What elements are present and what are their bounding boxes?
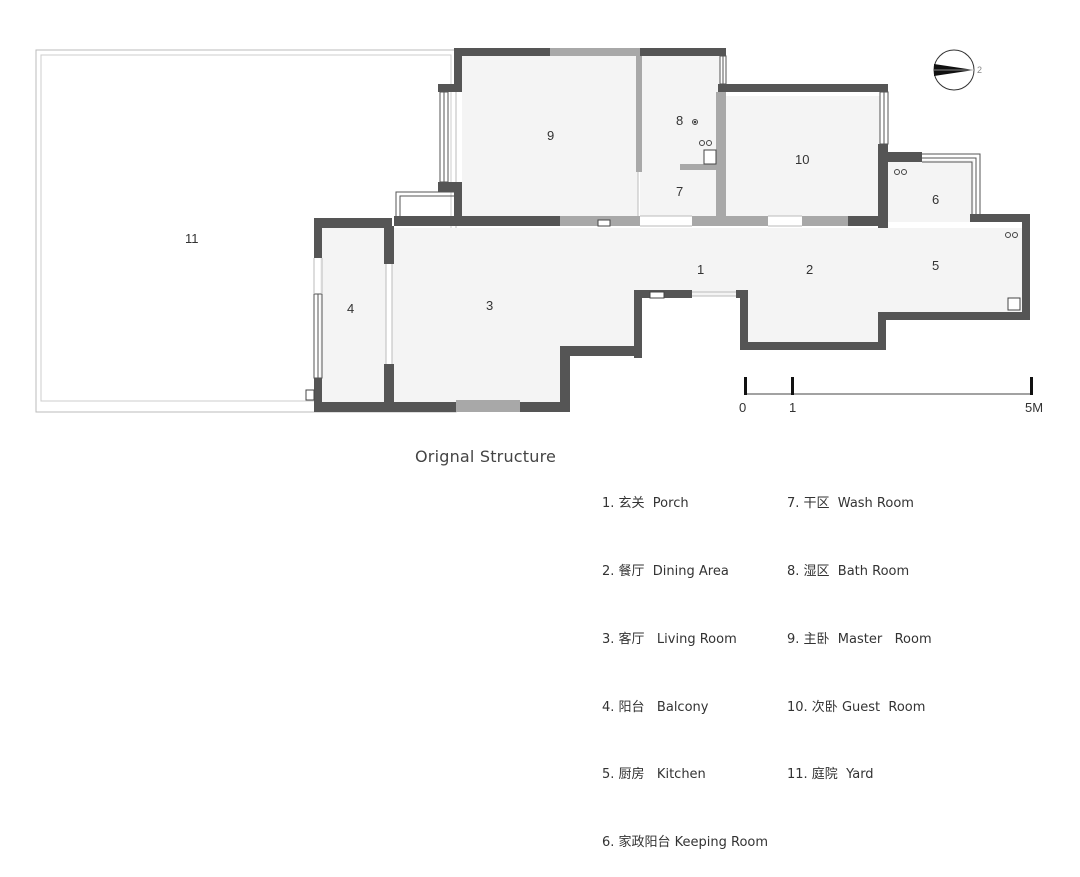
scale-bar: 0 1 5M xyxy=(739,377,1043,415)
scale-label-0: 0 xyxy=(739,400,746,415)
room-label-4: 4 xyxy=(347,301,354,316)
room-label-6: 6 xyxy=(932,192,939,207)
legend-column-2: 7. 干区 Wash Room 8. 湿区 Bath Room 9. 主卧 Ma… xyxy=(787,448,932,810)
room-label-10: 10 xyxy=(795,152,809,167)
legend-item: 6. 家政阳台 Keeping Room xyxy=(602,835,769,851)
legend-item: 7. 干区 Wash Room xyxy=(787,496,914,512)
openings xyxy=(313,172,802,364)
legend-item: 4. 阳台 Balcony xyxy=(602,699,709,715)
room-label-8: 8 xyxy=(676,113,683,128)
legend-item: 1. 玄关 Porch xyxy=(602,496,689,512)
legend-item: 10. 次卧 Guest Room xyxy=(787,699,926,715)
room-label-1: 1 xyxy=(697,262,704,277)
room-label-3: 3 xyxy=(486,298,493,313)
room-label-11: 11 xyxy=(185,231,199,246)
legend-item: 11. 庭院 Yard xyxy=(787,767,874,783)
compass-mark: 2 xyxy=(977,65,982,75)
walls xyxy=(314,48,1030,412)
scale-label-1: 1 xyxy=(789,400,796,415)
room-labels: 1 2 3 4 5 6 7 8 9 10 11 xyxy=(185,113,939,316)
floor-fill xyxy=(320,56,1022,404)
legend-item: 3. 客厅 Living Room xyxy=(602,631,737,647)
compass-icon: 2 xyxy=(933,49,982,91)
room-label-9: 9 xyxy=(547,128,554,143)
diagram-title: Orignal Structure xyxy=(415,447,557,466)
fixtures xyxy=(305,119,1021,401)
room-label-2: 2 xyxy=(806,262,813,277)
scale-label-5m: 5M xyxy=(1025,400,1043,415)
room-label-5: 5 xyxy=(932,258,939,273)
legend-item: 2. 餐厅 Dining Area xyxy=(602,563,729,579)
floor-plan: 1 2 3 4 5 6 7 8 9 10 11 2 0 1 5M xyxy=(35,48,1043,415)
legend-column-1: 1. 玄关 Porch 2. 餐厅 Dining Area 3. 客厅 Livi… xyxy=(602,448,768,877)
windows xyxy=(313,55,981,379)
room-label-7: 7 xyxy=(676,184,683,199)
legend-item: 5. 厨房 Kitchen xyxy=(602,767,706,783)
legend-item: 9. 主卧 Master Room xyxy=(787,631,932,647)
legend-item: 8. 湿区 Bath Room xyxy=(787,563,910,579)
